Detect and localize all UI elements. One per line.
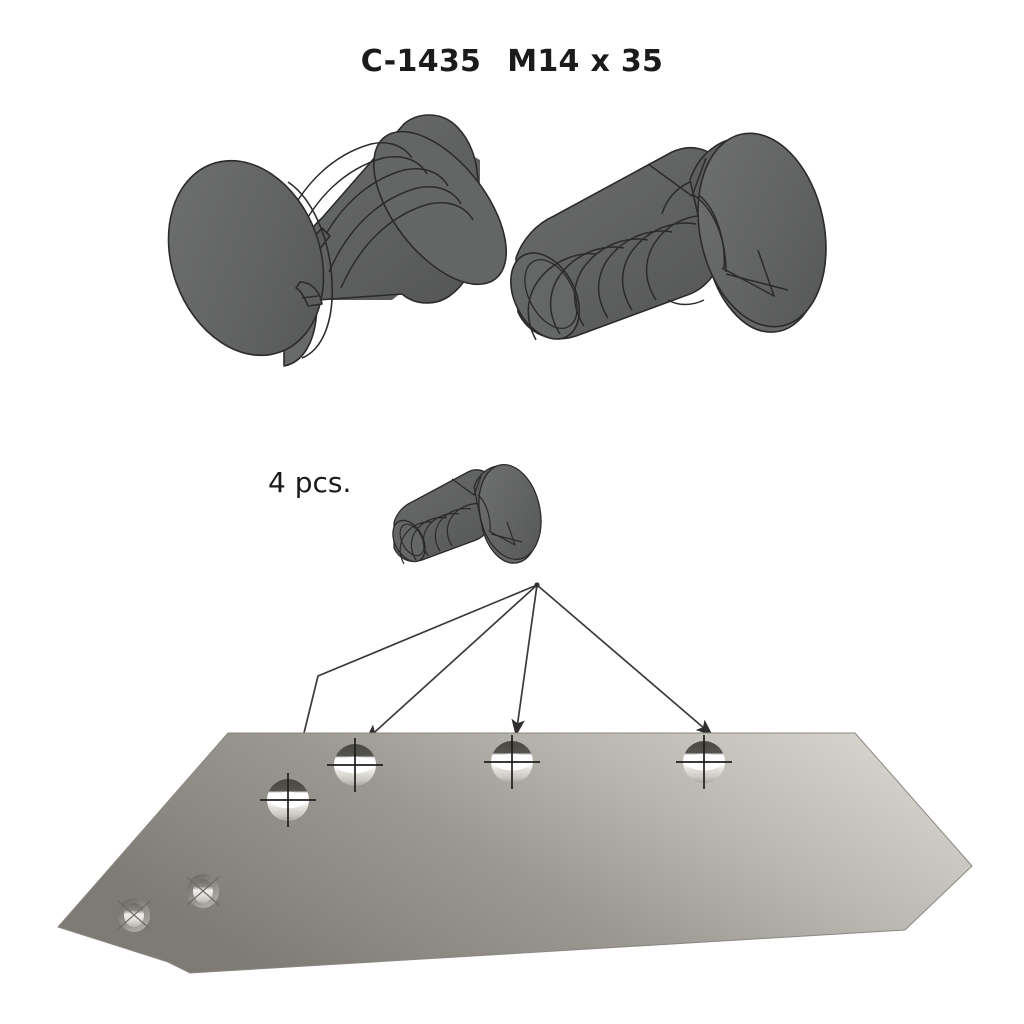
bolt2-head-under-edge2 bbox=[667, 299, 705, 306]
quantity-label: 4 pcs. bbox=[268, 466, 352, 499]
hole-crosshair-x bbox=[117, 900, 151, 930]
hole-crosshair bbox=[260, 773, 316, 827]
bolt-head-tab-line bbox=[301, 295, 319, 299]
fastener-plow-bolt-shank-view bbox=[510, 132, 827, 341]
plow-blade bbox=[57, 732, 973, 974]
fastener-plow-bolt-head-view bbox=[167, 114, 508, 367]
blade-holes-highlighted bbox=[260, 735, 732, 827]
bolt2-head-under-edge bbox=[661, 181, 691, 215]
leader-origin-node bbox=[534, 582, 540, 588]
mounting-hole-3 bbox=[484, 735, 540, 789]
bolt3-shank-end-face bbox=[392, 519, 426, 563]
bolt2-head-facets bbox=[647, 157, 789, 297]
hole-crosshair bbox=[484, 735, 540, 789]
leader-line-4 bbox=[536, 584, 714, 736]
bolt3-head-facets bbox=[451, 475, 523, 546]
blade-holes-plain bbox=[117, 874, 220, 932]
bolt2-shank-end-inner bbox=[524, 259, 578, 329]
fastener-plow-bolt-callout bbox=[392, 463, 542, 565]
hole-crosshair bbox=[676, 735, 732, 789]
bolt3-thread-ribs bbox=[399, 502, 484, 565]
plain-hole-1 bbox=[117, 898, 151, 932]
mounting-hole-4 bbox=[676, 735, 732, 789]
bolt2-thread-ribs bbox=[527, 214, 711, 341]
bolt2-head-face bbox=[697, 132, 827, 328]
bolt-head-back-edge bbox=[287, 181, 333, 359]
bolt3-shank-end-inner bbox=[399, 523, 425, 557]
mounting-hole-2 bbox=[327, 738, 383, 792]
hole-crosshair-x bbox=[186, 876, 220, 906]
bolt-head-face bbox=[167, 159, 325, 357]
hole-crosshair bbox=[327, 738, 383, 792]
plain-hole-2 bbox=[186, 874, 220, 908]
leader-line-2 bbox=[364, 584, 538, 741]
mounting-hole-1 bbox=[260, 773, 316, 827]
leader-line-3 bbox=[511, 584, 538, 737]
bolt-head-tab bbox=[295, 281, 323, 307]
bolt3-head-face bbox=[478, 463, 542, 561]
